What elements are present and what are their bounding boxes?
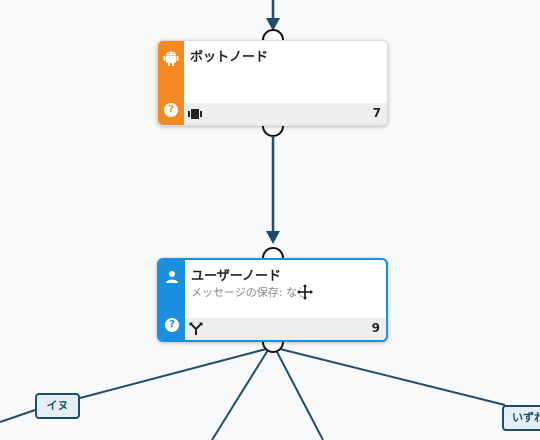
move-cursor-icon: [296, 283, 314, 301]
choice-node-inu[interactable]: イヌ: [35, 393, 80, 419]
user-node-output-connector[interactable]: [262, 341, 284, 353]
user-node-footer: 9: [185, 318, 386, 340]
bot-node-count: 7: [372, 106, 381, 120]
user-node-sidebar: ?: [159, 260, 185, 340]
bot-node-sidebar: ?: [158, 41, 184, 125]
arrowhead-icon: [266, 231, 280, 244]
bot-node-title: ボットノード: [190, 50, 269, 65]
help-icon[interactable]: ?: [165, 318, 179, 332]
edge-inu-left[interactable]: [0, 409, 36, 423]
arrowhead-icon: [266, 18, 280, 31]
user-node-input-connector[interactable]: [262, 247, 284, 259]
carousel-icon: [188, 109, 202, 119]
bot-node[interactable]: ? ボットノード 7: [157, 40, 388, 126]
help-icon[interactable]: ?: [164, 103, 178, 117]
edge-user-branch[interactable]: [275, 349, 324, 440]
bot-node-output-connector[interactable]: [262, 125, 284, 137]
branch-icon: [189, 322, 203, 335]
user-icon: [166, 271, 178, 283]
user-node[interactable]: ? ユーザーノード メッセージの保存: なし 9: [157, 258, 388, 342]
edge-user-branch[interactable]: [211, 349, 269, 440]
user-node-title: ユーザーノード: [191, 269, 281, 284]
user-node-count: 9: [371, 321, 380, 335]
android-icon: [163, 51, 179, 66]
bot-node-footer: 7: [184, 103, 387, 125]
user-node-subtitle: メッセージの保存: なし: [191, 286, 308, 299]
edge-user-to-izu[interactable]: [275, 347, 506, 406]
choice-node-izu[interactable]: いずれ: [502, 405, 540, 431]
bot-node-input-connector[interactable]: [262, 29, 284, 41]
edge-user-to-inu[interactable]: [79, 347, 271, 399]
